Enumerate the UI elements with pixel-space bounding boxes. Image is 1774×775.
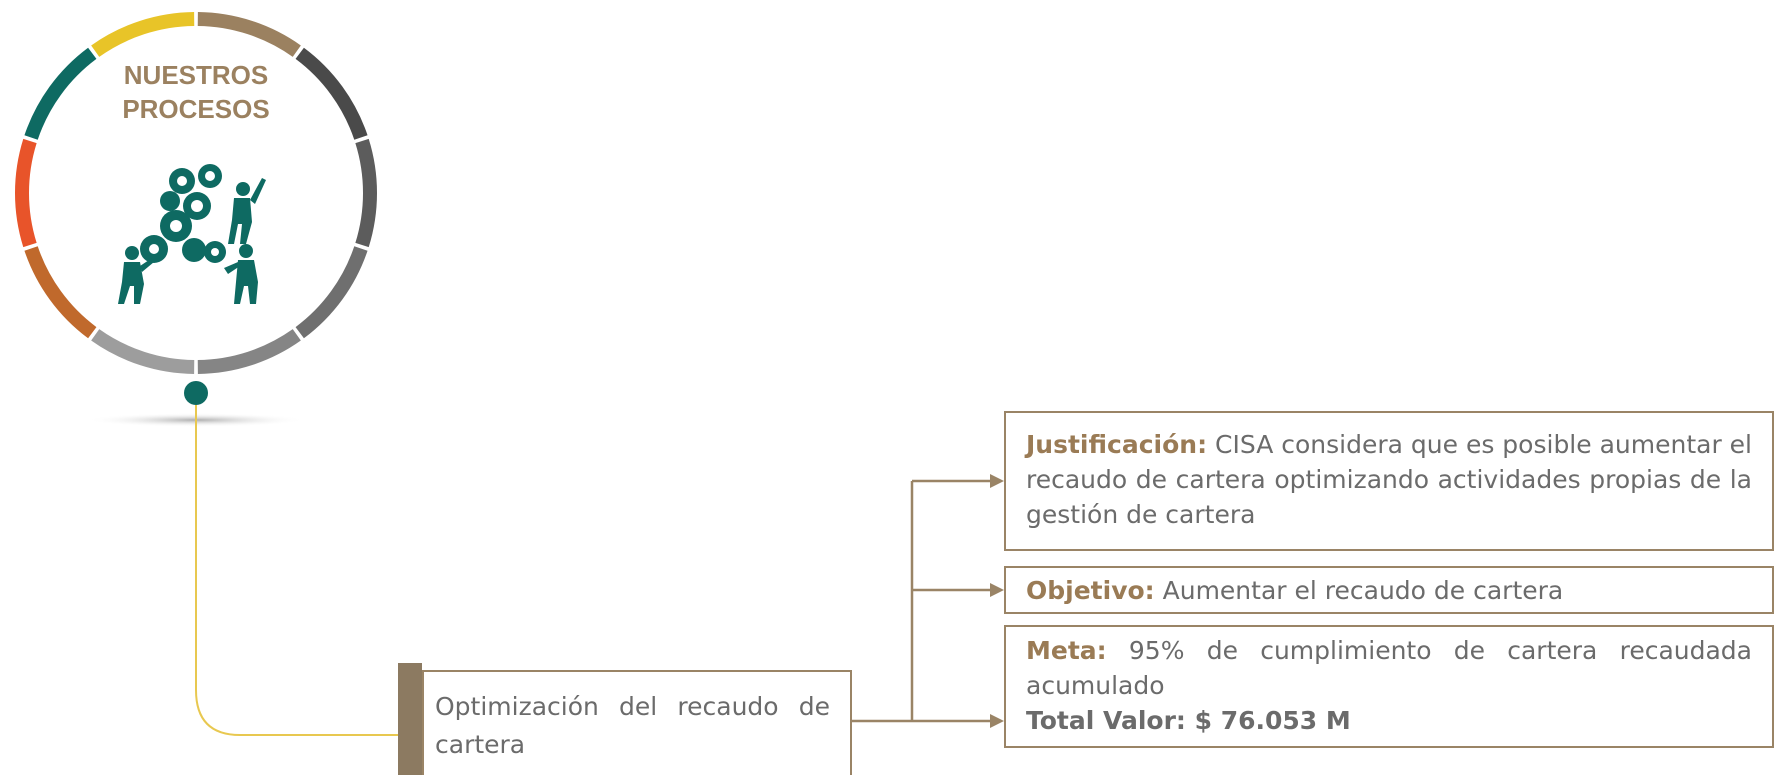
ring-segment	[24, 47, 97, 140]
ring-segment	[91, 12, 195, 57]
meta-label: Meta:	[1026, 636, 1107, 665]
ring-segment	[295, 47, 368, 140]
yellow-connector	[195, 405, 398, 736]
ring-segment	[295, 246, 368, 339]
justificacion-text: CISA considera que es posible aumentar e…	[1026, 430, 1752, 529]
objetivo-label: Objetivo:	[1026, 576, 1155, 605]
ring-segment	[197, 329, 301, 374]
meta-card: Meta: 95% de cumplimiento de cartera rec…	[1004, 625, 1774, 748]
process-box: Optimización del recaudo de cartera	[422, 670, 852, 775]
badge-title-line1: NUESTROS	[123, 60, 269, 90]
ring-segment	[15, 138, 37, 248]
objetivo-text: Aumentar el recaudo de cartera	[1162, 576, 1564, 605]
gears-workers-icon	[118, 164, 266, 304]
arrow-objetivo	[990, 583, 1004, 597]
process-ring	[15, 12, 377, 374]
arrow-justificacion	[990, 474, 1004, 488]
meta-text: 95% de cumplimiento de cartera recaudada…	[1026, 636, 1752, 700]
ring-segment	[24, 246, 97, 339]
badge-title-line2: PROCESOS	[122, 94, 270, 124]
meta-total: Total Valor: $ 76.053 M	[1026, 706, 1351, 735]
ring-segment	[355, 138, 377, 248]
connector-dot	[184, 381, 208, 405]
process-label: Optimización del recaudo de cartera	[435, 692, 830, 759]
justificacion-label: Justificación:	[1026, 430, 1208, 459]
objetivo-card: Objetivo: Aumentar el recaudo de cartera	[1004, 566, 1774, 614]
branch-connector	[852, 479, 992, 723]
ring-segment	[91, 329, 195, 374]
process-tab	[398, 663, 422, 775]
ring-segment	[197, 12, 301, 57]
justificacion-card: Justificación: CISA considera que es pos…	[1004, 411, 1774, 551]
arrow-meta	[990, 714, 1004, 728]
badge-title: NUESTROS PROCESOS	[80, 58, 312, 126]
